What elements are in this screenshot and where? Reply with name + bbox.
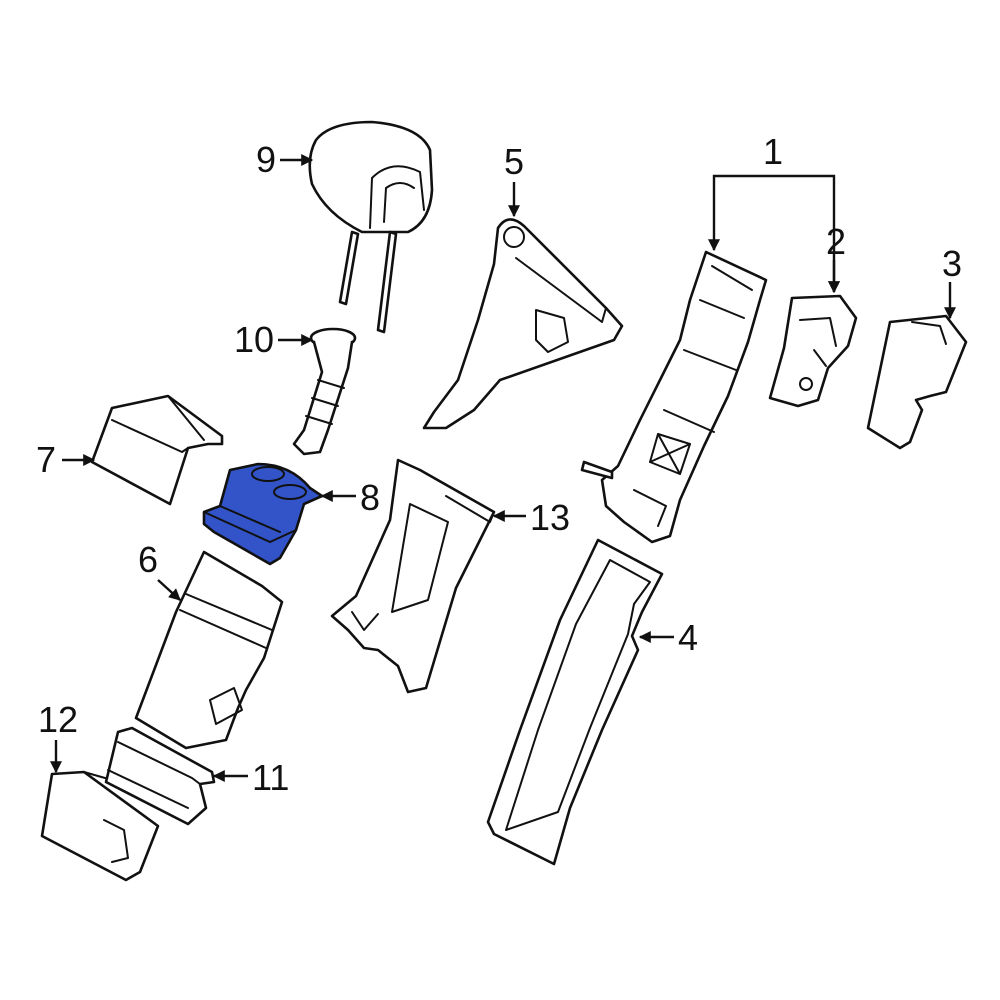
bracket-cover-highlight <box>202 462 324 566</box>
callout-10: 10 <box>234 319 274 360</box>
leader-1-to-bracket <box>773 174 840 294</box>
leader-6 <box>157 579 181 601</box>
trim-block-part[interactable] <box>104 726 216 826</box>
callout-6: 6 <box>138 539 158 580</box>
headrest-part[interactable] <box>308 120 434 334</box>
latch-bracket-part[interactable] <box>768 294 858 408</box>
leader-1-to-frame <box>708 174 773 252</box>
callout-3: 3 <box>942 243 962 284</box>
end-cap-part[interactable] <box>40 770 160 882</box>
callout-8: 8 <box>360 477 380 518</box>
bracket-cover-part[interactable] <box>202 462 324 566</box>
headrest-guide-part[interactable] <box>292 327 357 456</box>
callout-9: 9 <box>256 139 276 180</box>
seat-back-frame-part[interactable] <box>580 250 768 544</box>
callout-7: 7 <box>36 439 56 480</box>
callout-11: 11 <box>252 757 289 798</box>
callout-12: 12 <box>38 699 78 740</box>
side-cover-part[interactable] <box>866 314 968 450</box>
leader-lines <box>50 154 956 782</box>
callout-13: 13 <box>530 497 570 538</box>
seat-back-lower-cover-part[interactable] <box>134 550 284 750</box>
callout-1: 1 <box>763 131 783 172</box>
callout-5: 5 <box>504 141 524 182</box>
callout-4: 4 <box>678 617 698 658</box>
frame-bracket-part[interactable] <box>330 458 496 694</box>
callout-labels: 1 2 3 4 5 6 7 8 9 10 11 12 13 <box>36 131 962 798</box>
callout-2: 2 <box>826 221 846 262</box>
side-panel-bracket-part[interactable] <box>422 218 624 430</box>
long-trim-panel-part[interactable] <box>486 538 664 866</box>
upper-trim-cover-part[interactable] <box>90 394 224 506</box>
